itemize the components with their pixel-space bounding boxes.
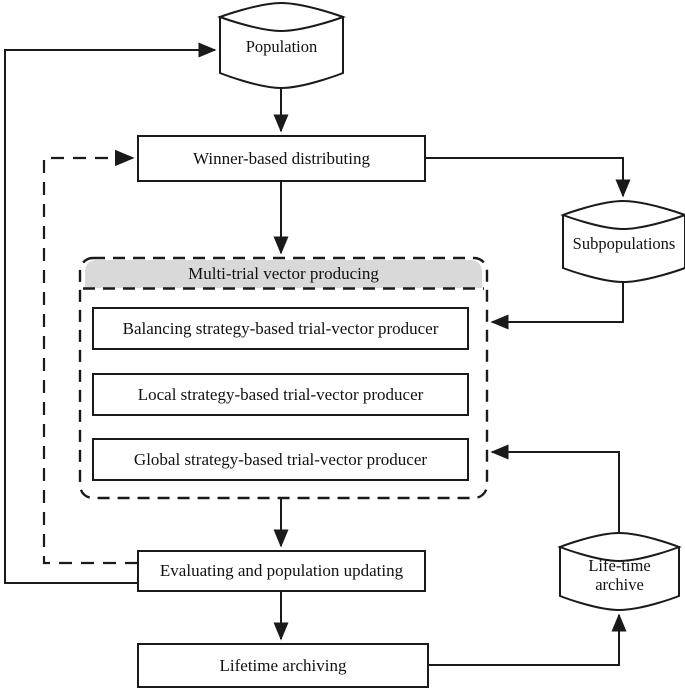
life-time-archive-cylinder-shape (557, 531, 682, 612)
evaluating-updating-node[interactable] (138, 551, 425, 591)
edge-evaluating-to-winner-feedback (42, 149, 138, 565)
local-producer-node[interactable] (93, 374, 468, 415)
edge-archive-to-global (490, 444, 620, 533)
winner-based-distributing-node[interactable] (138, 136, 425, 181)
edge-winner-to-subpopulations (425, 157, 631, 198)
global-producer-shape (92, 438, 469, 481)
subpopulations-cylinder-shape (560, 199, 685, 284)
population-node[interactable] (220, 3, 343, 88)
global-producer-node[interactable] (93, 439, 468, 480)
balancing-producer-node[interactable] (93, 308, 468, 349)
balancing-producer-shape (92, 307, 469, 350)
population-cylinder-shape (217, 1, 346, 90)
evaluating-updating-shape (137, 550, 426, 592)
multi-trial-header-shape (85, 260, 482, 288)
subpopulations-node[interactable] (563, 201, 685, 282)
local-producer-shape (92, 373, 469, 416)
edge-lifetime-archiving-to-archive (428, 613, 627, 666)
edge-evaluating-to-population (4, 42, 217, 584)
life-time-archive-node[interactable] (560, 533, 679, 610)
winner-based-distributing-shape (137, 135, 426, 182)
edge-subpopulations-to-balancing (490, 282, 624, 330)
lifetime-archiving-node[interactable] (138, 644, 428, 687)
